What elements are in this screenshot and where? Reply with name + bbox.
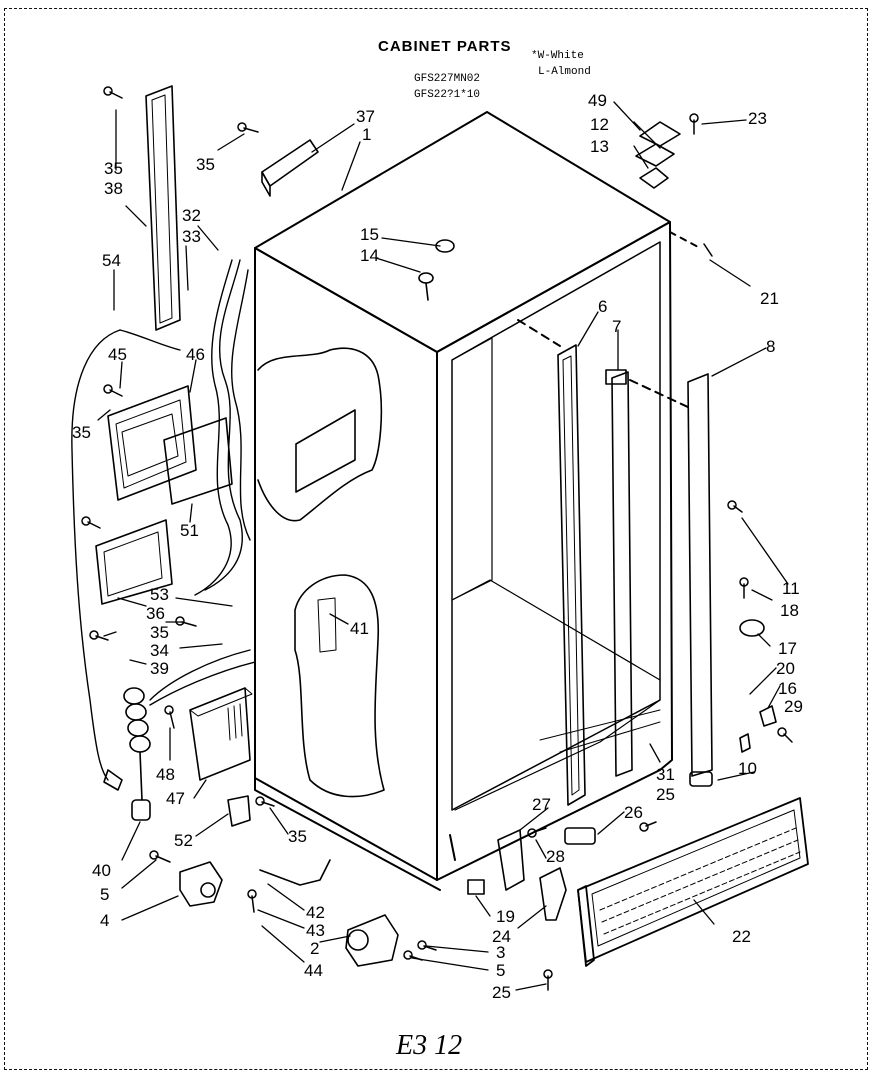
callout-35-a: 35 — [196, 155, 215, 174]
callout-5-b: 5 — [496, 961, 506, 980]
callout-51: 51 — [180, 521, 199, 540]
callout-23: 23 — [748, 109, 767, 128]
callout-48: 48 — [156, 765, 175, 784]
callout-37: 37 — [356, 107, 375, 126]
callout-45: 45 — [108, 345, 127, 364]
callout-47: 47 — [166, 789, 185, 808]
callout-22: 22 — [732, 927, 751, 946]
callout-2: 2 — [310, 939, 320, 958]
sheet-border — [4, 8, 868, 1070]
callout-4: 4 — [100, 911, 110, 930]
callout-53: 53 — [150, 585, 169, 604]
callout-24: 24 — [492, 927, 511, 946]
callout-43: 43 — [306, 921, 325, 940]
callout-20: 20 — [776, 659, 795, 678]
callout-19: 19 — [496, 907, 515, 926]
callout-16: 16 — [778, 679, 797, 698]
callout-27: 27 — [532, 795, 551, 814]
left-trim-strip — [145, 85, 181, 331]
callout-17: 17 — [778, 639, 797, 658]
callout-14: 14 — [360, 246, 379, 265]
heater-assembly — [95, 385, 233, 605]
bottom-hinge-parts — [179, 619, 777, 967]
callout-32: 32 — [182, 206, 201, 225]
callout-29: 29 — [784, 697, 803, 716]
callout-36: 36 — [146, 604, 165, 623]
callout-54: 54 — [102, 251, 121, 270]
callout-35-e: 35 — [288, 827, 307, 846]
plug-buttons — [418, 239, 455, 301]
leader-lines — [97, 101, 789, 991]
callout-21: 21 — [760, 289, 779, 308]
callout-44: 44 — [304, 961, 323, 980]
door-trim-strips — [557, 344, 713, 806]
model-number-2: GFS22?1*10 — [414, 89, 481, 101]
callout-18: 18 — [780, 601, 799, 620]
diagram-title: CABINET PARTS — [378, 38, 512, 55]
callout-8: 8 — [766, 337, 776, 356]
electrical-box — [189, 687, 253, 781]
screws — [81, 86, 793, 991]
callout-25-b: 25 — [492, 983, 511, 1002]
power-cord — [103, 687, 151, 821]
legend-white: *W-White — [531, 50, 584, 62]
callout-25-a: 25 — [656, 785, 675, 804]
callout-13: 13 — [590, 137, 609, 156]
base-grille — [577, 797, 809, 967]
callout-15: 15 — [360, 225, 379, 244]
callout-5-a: 5 — [100, 885, 110, 904]
callout-3: 3 — [496, 943, 506, 962]
model-number-1: GFS227MN02 — [414, 73, 481, 85]
callout-35-d: 35 — [150, 623, 169, 642]
callout-41: 41 — [350, 619, 369, 638]
callout-40: 40 — [92, 861, 111, 880]
callout-31: 31 — [656, 765, 675, 784]
callout-10: 10 — [738, 759, 757, 778]
cutaway-openings — [257, 347, 385, 798]
callout-49: 49 — [588, 91, 607, 110]
callout-11: 11 — [782, 579, 800, 598]
callout-34: 34 — [150, 641, 169, 660]
top-hinge-parts — [635, 121, 681, 189]
callout-12: 12 — [590, 115, 609, 134]
wiring-harness — [71, 259, 256, 781]
top-bracket — [261, 139, 319, 197]
callout-6: 6 — [598, 297, 608, 316]
callout-33: 33 — [182, 227, 201, 246]
callout-28: 28 — [546, 847, 565, 866]
legend-almond: L-Almond — [538, 66, 591, 78]
callout-26: 26 — [624, 803, 643, 822]
callout-35-c: 35 — [72, 423, 91, 442]
callout-42: 42 — [306, 903, 325, 922]
cabinet-shell — [254, 111, 701, 891]
callout-39: 39 — [150, 659, 169, 678]
callout-35-b: 35 — [104, 159, 123, 178]
callout-7: 7 — [612, 317, 622, 336]
callout-46: 46 — [186, 345, 205, 364]
callout-38: 38 — [104, 179, 123, 198]
callout-52: 52 — [174, 831, 193, 850]
page-mark: E3 12 — [396, 1030, 463, 1061]
callout-1: 1 — [362, 125, 372, 144]
